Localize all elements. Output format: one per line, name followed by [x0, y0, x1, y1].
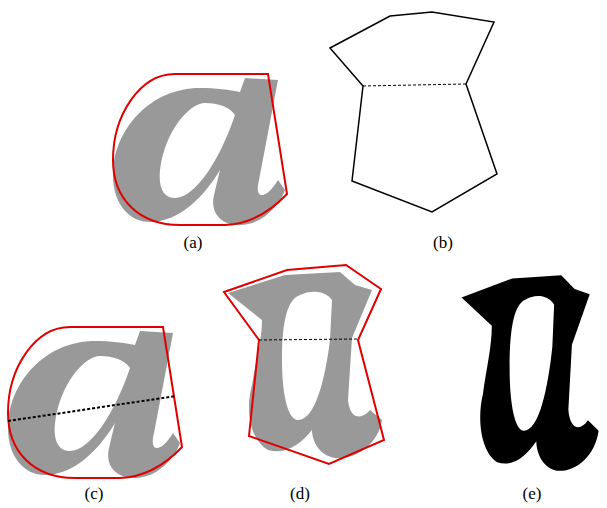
panel-a [113, 74, 287, 225]
glyph [462, 275, 599, 470]
glyph [228, 272, 382, 458]
panel-label: (e) [523, 485, 542, 502]
split-line [363, 84, 466, 86]
glyph [113, 78, 285, 225]
panel-label: (c) [85, 485, 104, 502]
split-line [8, 396, 176, 421]
panel-d [224, 265, 384, 464]
panel-e [462, 275, 599, 470]
panel-label: (d) [290, 485, 310, 502]
glyph [8, 331, 180, 478]
panel-label: (a) [184, 234, 203, 251]
split-line [259, 339, 358, 340]
panel-label: (b) [433, 234, 453, 251]
polygon-outline [224, 265, 384, 464]
panel-c [8, 327, 182, 478]
hull-outline [8, 327, 182, 478]
polygon-outline [330, 12, 497, 212]
panel-b [330, 12, 497, 212]
hull-outline [113, 74, 287, 225]
